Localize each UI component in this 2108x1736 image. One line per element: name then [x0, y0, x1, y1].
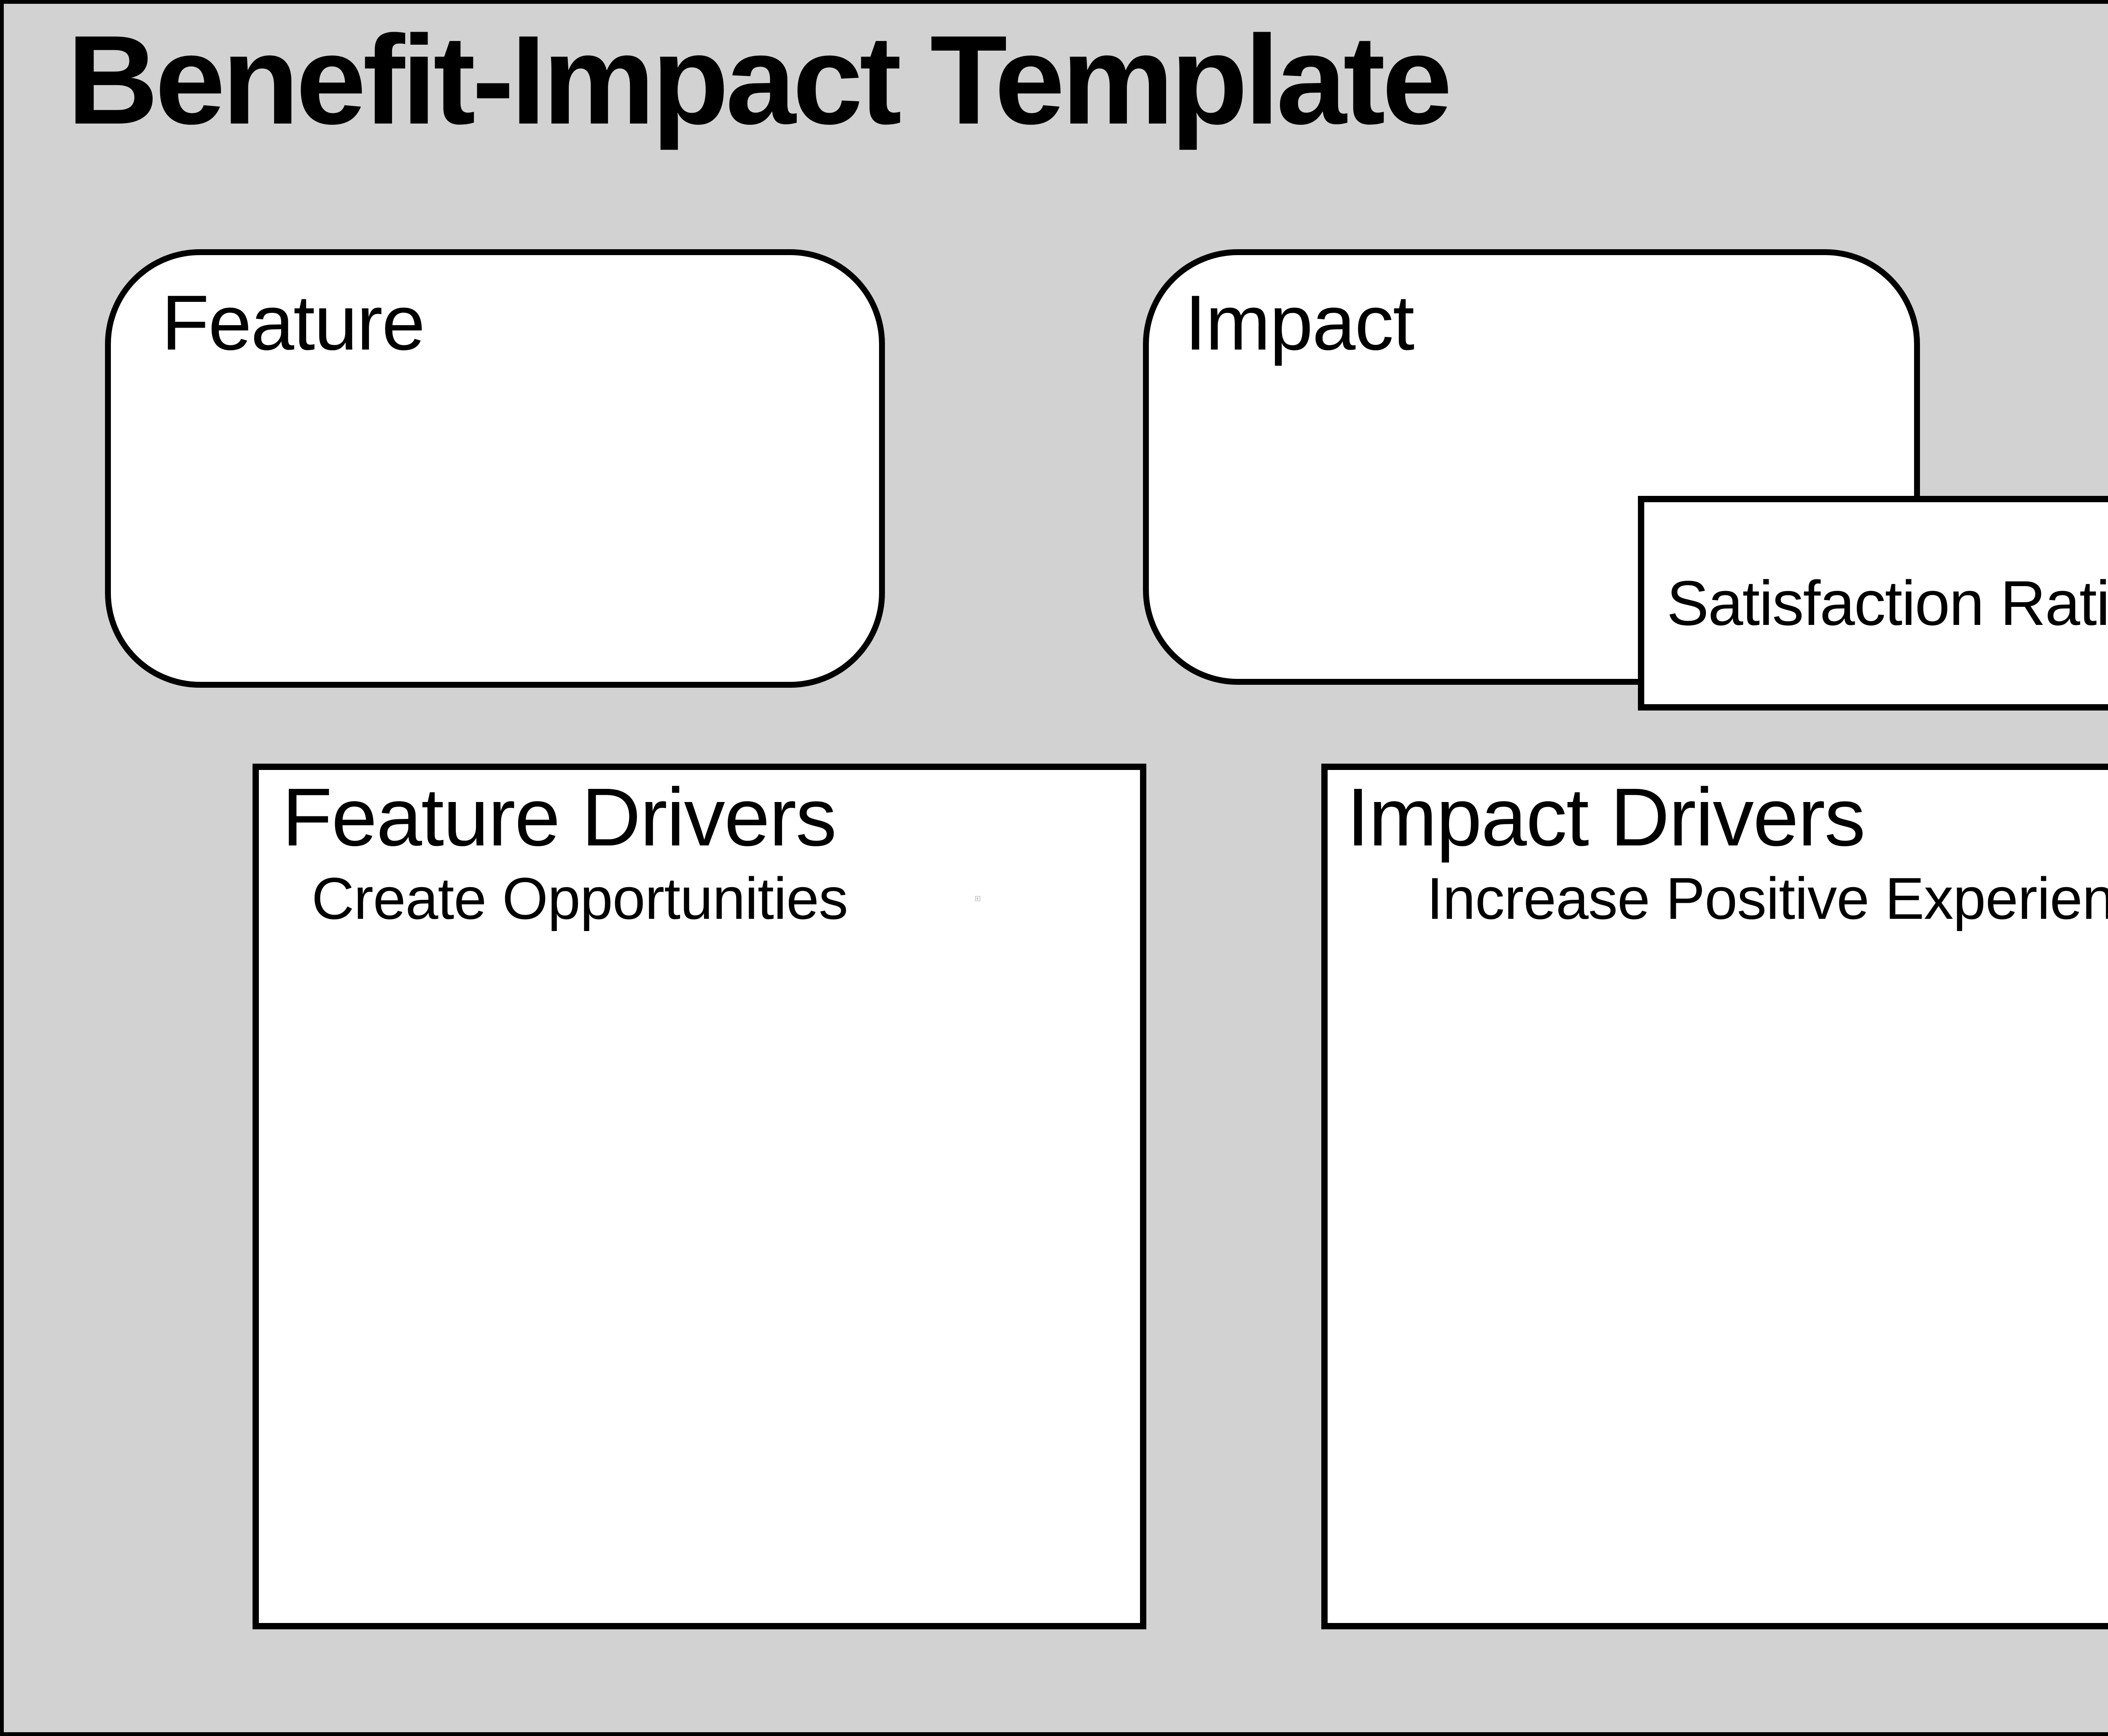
feature-drivers-subtitle: Create Opportunities	[312, 865, 848, 932]
impact-box-label: Impact	[1185, 280, 1414, 366]
feature-drivers-title: Feature Drivers	[282, 771, 837, 863]
satisfaction-rating-box: Satisfaction Rating	[1638, 496, 2108, 711]
impact-box: Impact	[1143, 249, 1920, 685]
feature-drivers-box: Feature Drivers Create Opportunities	[253, 764, 1146, 1629]
page-title: Benefit-Impact Template	[67, 9, 1452, 151]
feature-box-label: Feature	[161, 280, 425, 366]
impact-drivers-box: Impact Drivers Increase Positive Experie…	[1321, 764, 2108, 1629]
plus-in-box-placeholder-icon	[975, 896, 980, 901]
feature-box: Feature	[105, 249, 885, 688]
impact-drivers-subtitle: Increase Positive Experiences	[1427, 865, 2108, 932]
satisfaction-rating-label: Satisfaction Rating	[1667, 568, 2108, 638]
impact-drivers-title: Impact Drivers	[1347, 771, 1866, 863]
